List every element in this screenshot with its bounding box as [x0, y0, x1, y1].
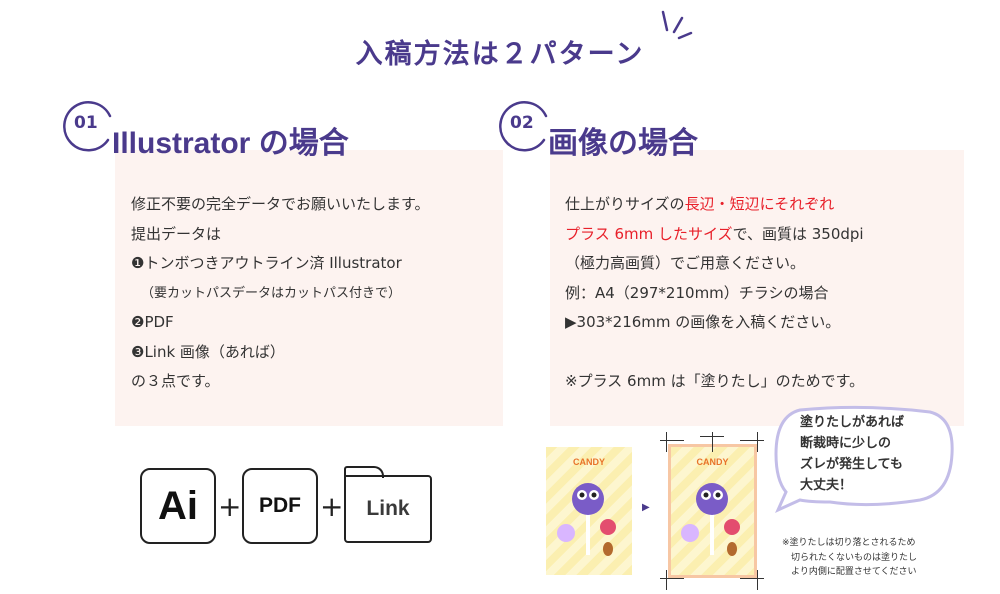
section2-line: （極力高画質）でご用意ください。: [565, 254, 806, 272]
section1-heading: Illustrator の場合: [112, 127, 349, 160]
flyer-sample-bleed: CANDY: [671, 447, 754, 575]
section2-line: プラス 6mm したサイズで、画質は 350dpi: [565, 224, 864, 243]
section1-line: 提出データは: [131, 224, 222, 243]
section1-line: （要カットパスデータはカットパス付きで）: [141, 285, 402, 301]
section1-line: ❶トンボつきアウトライン済 Illustrator: [131, 254, 402, 272]
section2-line: 仕上がりサイズの長辺・短辺にそれぞれ: [565, 195, 835, 213]
arrow-right-icon: ▶: [642, 502, 650, 513]
pdf-icon: PDF: [242, 468, 318, 544]
section2-line: [565, 338, 864, 368]
illustrator-icon: Ai: [140, 468, 216, 544]
file-icons: Ai + PDF + Link: [140, 466, 432, 546]
section1-header: 01 Illustrator の場合: [60, 96, 349, 160]
link-label: Link: [344, 475, 432, 543]
candy-illustration: [681, 483, 740, 556]
section1-panel: [115, 150, 503, 426]
crop-mark: [740, 440, 764, 441]
section2-number-badge: 02: [496, 96, 554, 154]
section2-line: ※プラス 6mm は「塗りたし」のためです。: [565, 372, 865, 390]
crop-mark: [660, 578, 684, 579]
bleed-note: ※塗りたしは切り落とされるため 切られたくないものは塗りたし より内側に配置させ…: [782, 538, 918, 577]
section2-header: 02 画像の場合: [496, 96, 698, 160]
section2-line: 例：A4（297*210mm）チラシの場合: [565, 283, 829, 302]
section2-heading: 画像の場合: [548, 127, 698, 160]
speech-bubble: [774, 405, 954, 513]
crop-mark: [666, 432, 667, 452]
candy-label: CANDY: [696, 457, 729, 467]
section1-line: の３点です。: [131, 372, 220, 390]
plus-icon: +: [320, 489, 344, 523]
candy-illustration: [557, 483, 616, 556]
section1-line: 修正不要の完全データでお願いいたします。: [131, 195, 430, 213]
page-title: 入稿方法は２パターン: [355, 39, 645, 70]
crop-mark: [660, 440, 684, 441]
crop-mark: [740, 578, 764, 579]
section2-text: 仕上がりサイズの長辺・短辺にそれぞれ プラス 6mm したサイズで、画質は 35…: [565, 190, 864, 397]
section1-line: ❸Link 画像（あれば）: [131, 342, 285, 361]
crop-mark: [712, 432, 713, 452]
section2-line: ▶303*216mm の画像を入稿ください。: [565, 313, 841, 331]
section1-line: ❷PDF: [131, 313, 174, 331]
plus-icon: +: [218, 489, 242, 523]
sparkle-icon: [661, 10, 693, 40]
crop-mark: [757, 570, 758, 590]
crop-mark: [666, 570, 667, 590]
flyer-sample-trimmed: CANDY: [546, 447, 632, 575]
section1-number-badge: 01: [60, 96, 118, 154]
crop-mark: [757, 432, 758, 452]
candy-label: CANDY: [572, 457, 605, 467]
section1-text: 修正不要の完全データでお願いいたします。 提出データは ❶トンボつきアウトライン…: [131, 190, 430, 397]
bubble-text: 塗りたしがあれば 断裁時に少しの ズレが発生しても 大丈夫！: [800, 415, 905, 493]
folder-icon: Link: [344, 466, 432, 546]
section2-panel: [550, 150, 964, 426]
